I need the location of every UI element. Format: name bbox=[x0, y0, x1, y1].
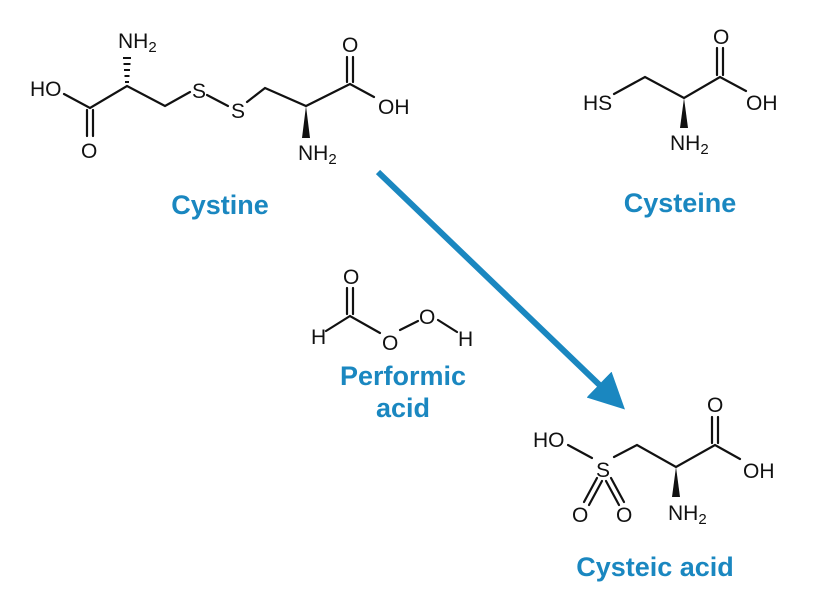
svg-text:O: O bbox=[343, 266, 359, 289]
svg-text:S: S bbox=[192, 80, 206, 103]
wedge-bond bbox=[302, 106, 310, 138]
performic-acid-label-line2: acid bbox=[376, 393, 430, 423]
svg-text:H: H bbox=[458, 328, 473, 351]
performic-acid-structure: O H O O H bbox=[311, 266, 473, 355]
svg-text:S: S bbox=[231, 100, 245, 123]
svg-text:O: O bbox=[616, 504, 632, 527]
reaction-arrow-icon bbox=[375, 169, 625, 410]
svg-text:NH2: NH2 bbox=[118, 30, 157, 56]
performic-acid-label-line1: Performic bbox=[340, 361, 466, 391]
cysteine-structure: HS O OH NH2 bbox=[583, 26, 778, 158]
svg-text:H: H bbox=[311, 326, 326, 349]
svg-text:O: O bbox=[572, 504, 588, 527]
svg-text:S: S bbox=[596, 459, 610, 482]
svg-text:O: O bbox=[419, 306, 435, 329]
cysteic-acid-structure: HO S O O O OH NH2 bbox=[533, 394, 775, 528]
wedge-bond bbox=[672, 467, 680, 497]
svg-text:HS: HS bbox=[583, 92, 612, 115]
svg-text:O: O bbox=[382, 332, 398, 355]
cystine-structure: HO O NH2 S S O OH NH2 bbox=[30, 30, 410, 168]
cystine-label: Cystine bbox=[171, 190, 269, 220]
wedge-bond bbox=[680, 98, 688, 128]
svg-text:NH2: NH2 bbox=[298, 142, 337, 168]
svg-text:HO: HO bbox=[30, 78, 62, 101]
cysteine-label: Cysteine bbox=[624, 188, 737, 218]
cysteic-acid-label: Cysteic acid bbox=[576, 552, 734, 582]
svg-text:NH2: NH2 bbox=[670, 132, 709, 158]
svg-text:NH2: NH2 bbox=[668, 502, 707, 528]
svg-text:OH: OH bbox=[746, 92, 778, 115]
svg-text:O: O bbox=[707, 394, 723, 417]
svg-text:OH: OH bbox=[378, 96, 410, 119]
svg-text:O: O bbox=[713, 26, 729, 49]
hashed-bond bbox=[123, 57, 131, 83]
svg-text:O: O bbox=[81, 140, 97, 163]
svg-text:HO: HO bbox=[533, 429, 565, 452]
svg-text:O: O bbox=[342, 34, 358, 57]
svg-text:OH: OH bbox=[743, 460, 775, 483]
